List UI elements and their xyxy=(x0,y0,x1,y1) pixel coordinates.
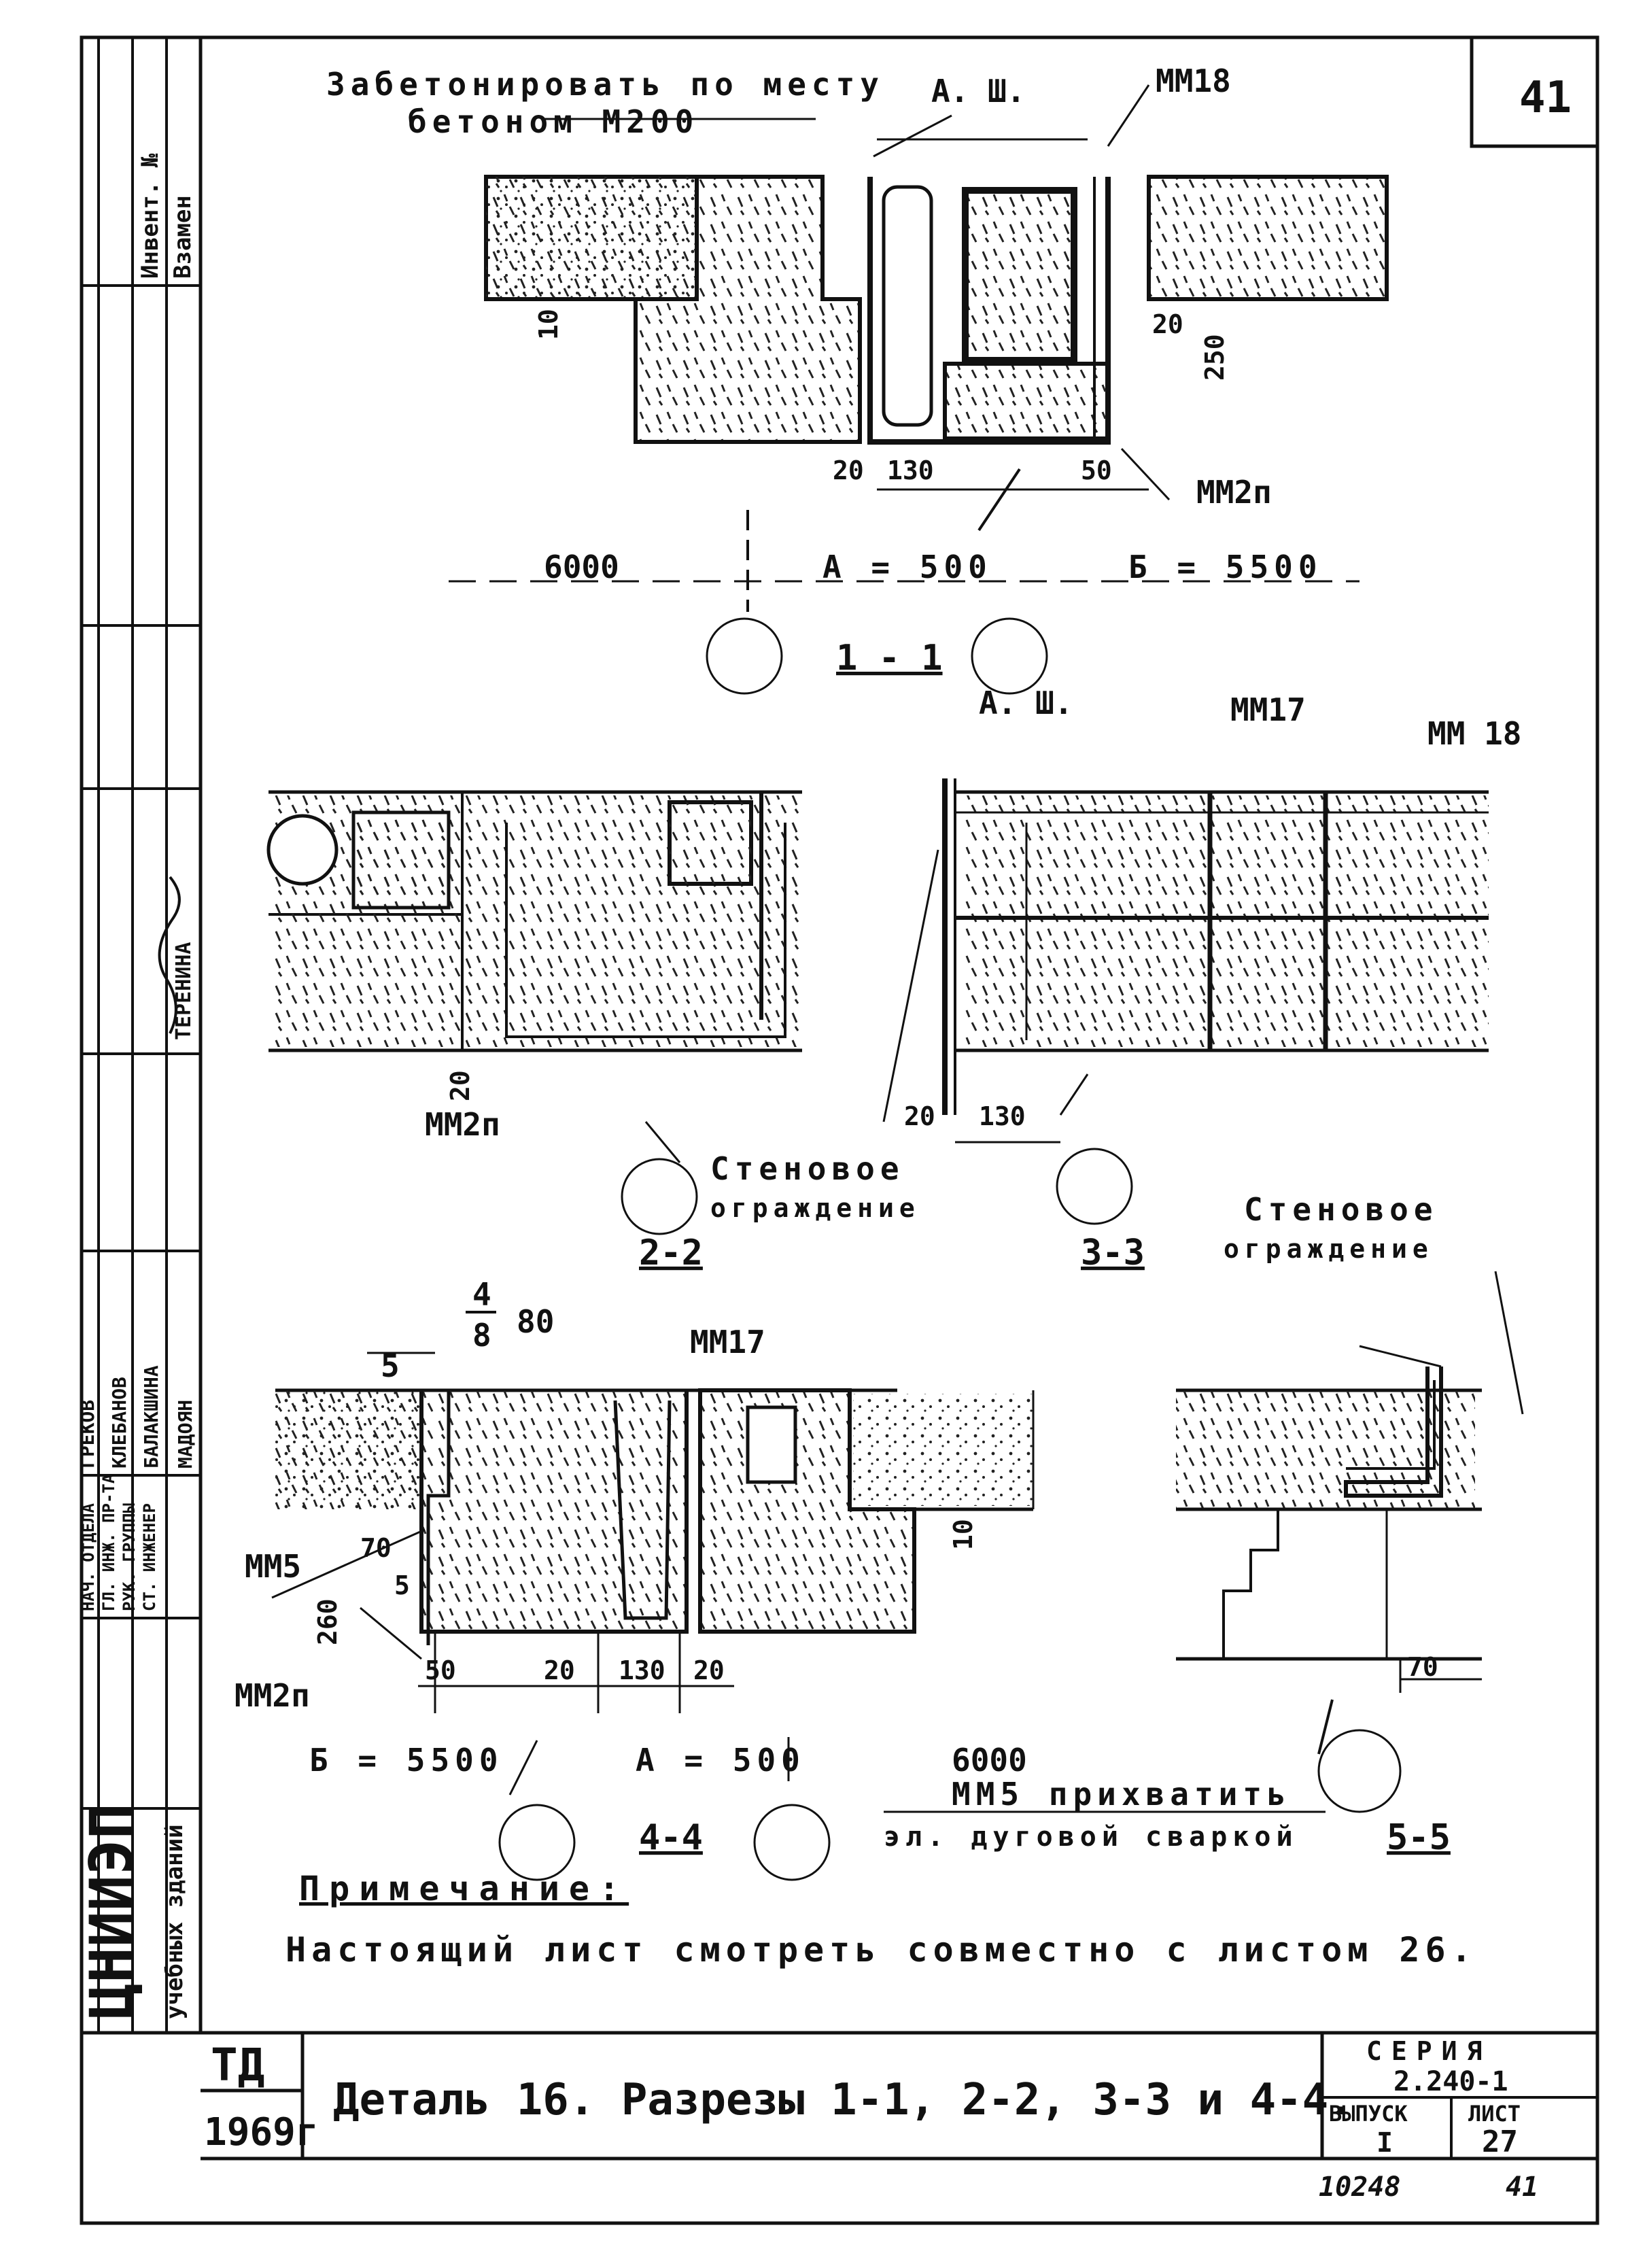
frac-top-4-4: 4 xyxy=(472,1276,491,1313)
title-1-1: 1 - 1 xyxy=(836,638,943,678)
name-2: КЛЕБАНОВ xyxy=(108,1377,131,1468)
list-value: 27 xyxy=(1482,2125,1518,2159)
dim-20b-4-4: 20 xyxy=(693,1655,725,1685)
vypusk-value: I xyxy=(1376,2127,1393,2159)
axis-6000-1-1: 6000 xyxy=(544,549,619,585)
axis-b-4-4: Б = 5500 xyxy=(309,1742,504,1779)
dim-10-1-1: 10 xyxy=(534,309,564,340)
note-heading: Примечание: xyxy=(299,1869,629,1908)
a-sh-3-3: А. Ш. xyxy=(979,685,1073,721)
title-block xyxy=(201,2031,1597,2161)
footer-page: 41 xyxy=(1506,2171,1538,2203)
section-2-2-drawing xyxy=(266,790,802,1235)
weld-note-line2: эл. дуговой сваркой xyxy=(884,1821,1298,1853)
dim-5-top-4-4: 5 xyxy=(381,1347,400,1384)
dim-260-4-4: 260 xyxy=(313,1598,343,1645)
dim-20-2-2: 20 xyxy=(445,1070,475,1101)
name-1: ГРЕКОВ xyxy=(76,1400,99,1468)
mm2p-4-4: ММ2п xyxy=(235,1677,310,1714)
weld-note-line1: ММ5 прихватить xyxy=(952,1776,1292,1812)
dim-50-4-4: 50 xyxy=(425,1655,456,1685)
note-text: Настоящий лист смотреть совместно с лист… xyxy=(285,1930,1477,1970)
mm17-4-4: ММ17 xyxy=(690,1324,765,1360)
list-label: ЛИСТ xyxy=(1468,2101,1521,2127)
dim-10-4-4: 10 xyxy=(948,1519,978,1550)
name-3: БАЛАКШИНА xyxy=(140,1365,162,1468)
frac-val-4-4: 80 xyxy=(517,1303,554,1340)
role-4: СТ. ИНЖЕНЕР xyxy=(140,1503,159,1611)
note-1-1-line2: бетоном М200 xyxy=(408,103,699,140)
role-3: РУК. ГРУППЫ xyxy=(120,1503,139,1611)
sheet-number: 41 xyxy=(1519,73,1572,123)
title-2-2: 2-2 xyxy=(639,1233,703,1273)
section-4-4-drawing xyxy=(271,1352,1035,1881)
dim-70-5-5: 70 xyxy=(1407,1652,1438,1682)
axis-a-4-4: А = 500 xyxy=(636,1742,806,1779)
sheet-frame xyxy=(80,35,1599,2225)
year-label: 1969г xyxy=(204,2110,319,2154)
mm2p-1-1: ММ2п xyxy=(1196,474,1272,511)
role-2: ГЛ. ИНЖ. ПР-ТА xyxy=(99,1473,118,1611)
name-4: МАДОЯН xyxy=(174,1400,196,1468)
dim-130-4-4: 130 xyxy=(619,1655,665,1685)
frac-bottom-4-4: 8 xyxy=(472,1317,491,1354)
dim-5-4-4: 5 xyxy=(394,1570,410,1600)
terenina-name: ТЕРЕНИНА xyxy=(172,942,196,1041)
axis-6000-4-4: 6000 xyxy=(952,1742,1027,1779)
wall-5-5-line2: ограждение xyxy=(1224,1234,1434,1264)
axis-b-1-1: Б = 5500 xyxy=(1128,549,1323,585)
title-4-4: 4-4 xyxy=(639,1817,703,1858)
dim-130-1-1: 130 xyxy=(887,456,934,485)
sheet-title: Деталь 16. Разрезы 1-1, 2-2, 3-3 и 4-4. xyxy=(333,2075,1355,2125)
role-1: НАЧ. ОТДЕЛА xyxy=(79,1503,98,1611)
mm17-3-3: ММ17 xyxy=(1230,691,1306,728)
org-name: ЦНИИЭП xyxy=(77,1803,147,2019)
dim-70-4-4: 70 xyxy=(360,1533,392,1563)
title-5-5: 5-5 xyxy=(1387,1817,1451,1858)
section-1-1-drawing xyxy=(449,84,1389,695)
seria-value: 2.240-1 xyxy=(1393,2066,1508,2097)
dim-130-3-3: 130 xyxy=(979,1101,1026,1131)
td-label: ТД xyxy=(211,2039,264,2091)
inventory-label: Инвент. № xyxy=(137,153,164,279)
section-3-3-drawing xyxy=(882,778,1489,1225)
left-strip: Инвент. № Взамен ТЕРЕНИНА НАЧ. ОТДЕЛА ГЛ… xyxy=(76,37,201,2035)
dim-20r-1-1: 20 xyxy=(1152,309,1183,339)
seria-label: СЕРИЯ xyxy=(1366,2036,1491,2066)
section-5-5-drawing xyxy=(884,1271,1524,1813)
sheet-number-box xyxy=(1470,35,1599,148)
wall-2-2-line2: ограждение xyxy=(710,1193,920,1223)
a-sh-1-1: А. Ш. xyxy=(931,73,1025,109)
dim-250-1-1: 250 xyxy=(1200,334,1230,381)
org-subtitle: учебных зданий xyxy=(161,1824,188,2019)
vypusk-label: ВЫПУСК xyxy=(1329,2101,1408,2127)
mm18-1-1: ММ18 xyxy=(1156,63,1231,99)
dim-20-4-4: 20 xyxy=(544,1655,575,1685)
replaced-label: Взамен xyxy=(169,195,196,279)
mm5-4-4: ММ5 xyxy=(245,1548,301,1585)
note-1-1-line1: Забетонировать по месту xyxy=(326,66,884,103)
title-3-3: 3-3 xyxy=(1081,1233,1145,1273)
mm18-3-3: ММ 18 xyxy=(1427,715,1521,752)
axis-a-1-1: А = 500 xyxy=(822,549,992,585)
archive-number: 10248 xyxy=(1319,2171,1400,2203)
wall-5-5-line1: Стеновое xyxy=(1244,1191,1438,1228)
signature-scribble xyxy=(158,876,181,1034)
dim-20-3-3: 20 xyxy=(904,1101,935,1131)
wall-2-2-line1: Стеновое xyxy=(710,1150,905,1187)
dim-50-1-1: 50 xyxy=(1081,456,1112,485)
mm2p-2-2: ММ2п xyxy=(425,1106,500,1143)
dim-20-1-1: 20 xyxy=(833,456,864,485)
